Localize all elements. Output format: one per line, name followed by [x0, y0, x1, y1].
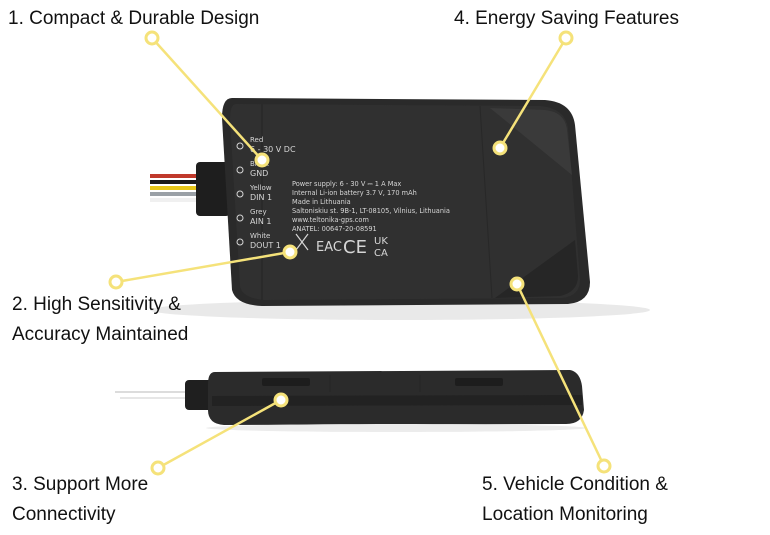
callout-3-line1: 3. Support More — [12, 474, 149, 495]
certification-marks: EAC CE UK CA — [295, 233, 388, 259]
callout-marker-4-start — [558, 30, 574, 46]
callout-marker-4-end — [492, 140, 508, 156]
wire-harness — [150, 162, 230, 216]
callout-marker-3-start — [150, 460, 166, 476]
callout-1-label: 1. Compact & Durable Design — [8, 4, 259, 34]
callout-marker-5-end — [596, 458, 612, 474]
wire-signal-label: AIN 1 — [250, 217, 271, 226]
wire-pin-icon — [236, 142, 244, 150]
callout-5-label: 5. Vehicle Condition & Location Monitori… — [482, 470, 668, 530]
wire-pin-icon — [236, 190, 244, 198]
device-spec-line: www.teltonika-gps.com — [292, 216, 369, 224]
device-spec-line: Internal Li-ion battery 3.7 V, 170 mAh — [292, 189, 417, 197]
callout-marker-2-start — [108, 274, 124, 290]
device-spec-line: Power supply: 6 - 30 V ⎓ 1 A Max — [292, 180, 401, 188]
callout-4-line1: 4. Energy Saving Features — [454, 8, 679, 29]
wire-signal-label: DIN 1 — [250, 193, 272, 202]
device-spec-line: Made in Lithuania — [292, 198, 351, 206]
callout-line-3 — [157, 398, 282, 470]
ukca-mark-uk: UK — [374, 236, 388, 247]
callout-5-line2: Location Monitoring — [482, 504, 648, 525]
wire-signal-label: 6 - 30 V DC — [250, 145, 296, 154]
wire-pin-icon — [236, 166, 244, 174]
callout-3-line2: Connectivity — [12, 504, 116, 525]
wire-color-label: Yellow — [249, 184, 272, 192]
callout-2-line1: 2. High Sensitivity & — [12, 294, 181, 315]
callout-marker-1-end — [254, 152, 270, 168]
wire-signal-label: GND — [250, 169, 268, 178]
wire-pin-icon — [236, 214, 244, 222]
weee-bin-icon — [295, 233, 309, 251]
callout-1-line1: 1. Compact & Durable Design — [8, 8, 260, 29]
wire-signal-label: DOUT 1 — [250, 241, 281, 250]
tracker-side-view — [115, 370, 586, 432]
eac-mark: EAC — [316, 240, 342, 255]
callout-marker-1-start — [144, 30, 160, 46]
callout-line-1 — [151, 37, 263, 161]
callout-4-label: 4. Energy Saving Features — [454, 4, 679, 34]
wire-color-label: White — [250, 232, 270, 240]
callout-5-line1: 5. Vehicle Condition & — [482, 474, 668, 495]
callout-2-line2: Accuracy Maintained — [12, 324, 189, 345]
device-spec-line: ANATEL: 00647-20-08591 — [292, 225, 377, 233]
callout-markers — [108, 30, 612, 476]
wire-color-label: Grey — [250, 208, 267, 216]
callout-2-label: 2. High Sensitivity & Accuracy Maintaine… — [12, 290, 188, 350]
ce-mark: CE — [343, 237, 367, 258]
callout-line-5 — [515, 283, 606, 467]
callout-marker-3-end — [273, 392, 289, 408]
callout-line-2 — [115, 250, 291, 284]
callout-lines — [115, 37, 606, 470]
wire-pin-icon — [236, 238, 244, 246]
device-spec-line: Saltoniskiu st. 9B-1, LT-08105, Vilnius,… — [292, 207, 450, 215]
wire-color-label: Red — [250, 136, 263, 144]
callout-marker-2-end — [282, 244, 298, 260]
device-spec-text: Power supply: 6 - 30 V ⎓ 1 A MaxInternal… — [292, 180, 450, 233]
callout-3-label: 3. Support More Connectivity — [12, 470, 148, 530]
callout-marker-5-start — [509, 276, 525, 292]
callout-line-4 — [498, 37, 568, 149]
ukca-mark-ca: CA — [374, 248, 388, 259]
